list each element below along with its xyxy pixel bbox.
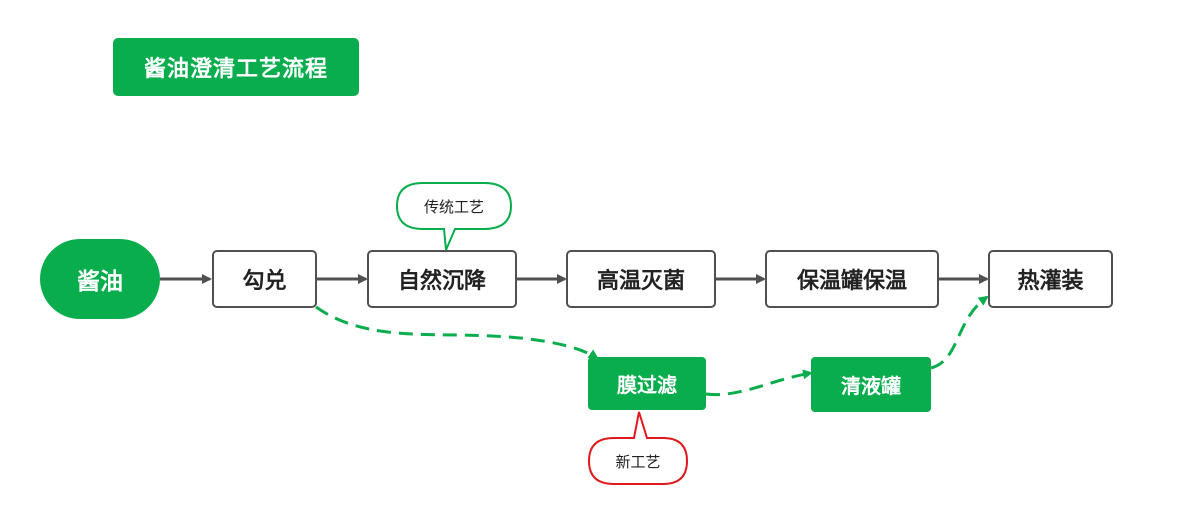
- callout-new-label: 新工艺: [615, 452, 661, 471]
- callout-traditional-label: 传统工艺: [423, 197, 484, 216]
- node-sterilization: 高温灭菌: [566, 250, 716, 308]
- node-hot-filling: 热灌装: [988, 250, 1113, 308]
- callout-traditional-shape: [395, 182, 513, 251]
- arrow-clear-tank-to-fill: [930, 295, 989, 370]
- node-start-soy-sauce: 酱油: [40, 239, 160, 319]
- node-clear-liquid-tank: 清液罐: [811, 357, 931, 412]
- node-blend: 勾兑: [212, 250, 317, 308]
- node-membrane-filtration: 膜过滤: [588, 357, 706, 410]
- arrow-membrane-to-clear-tank: [705, 369, 813, 397]
- callout-new-shape: [587, 411, 689, 485]
- page-title: 酱油澄清工艺流程: [113, 38, 359, 96]
- node-natural-settling: 自然沉降: [367, 250, 517, 308]
- arrow-blend-to-membrane: [315, 305, 599, 360]
- node-holding-tank: 保温罐保温: [765, 250, 939, 308]
